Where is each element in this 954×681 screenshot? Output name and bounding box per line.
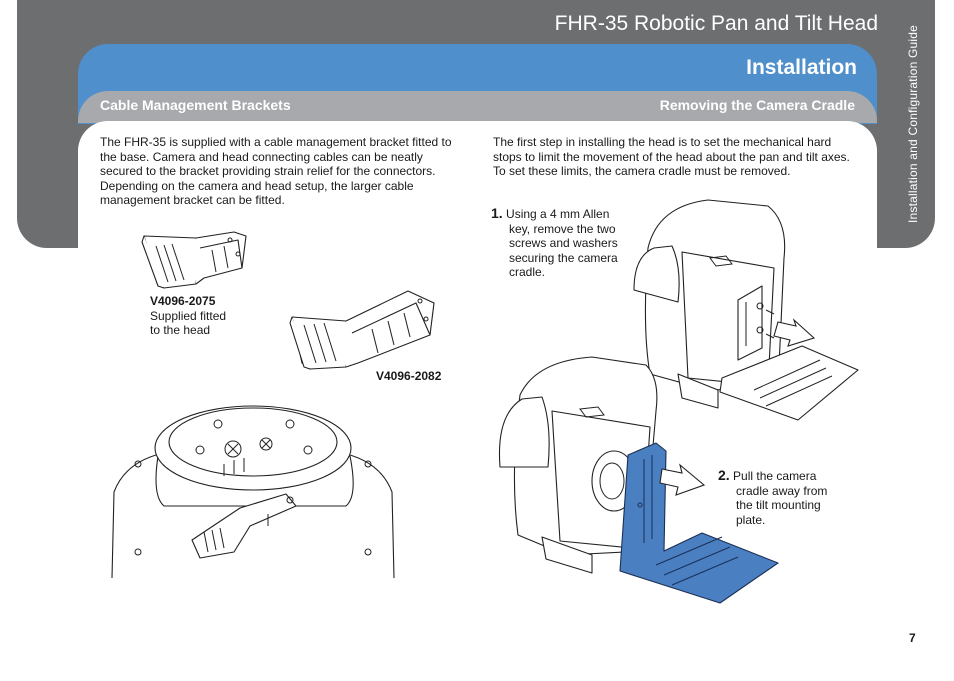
right-paragraph: The first step in installing the head is…: [493, 135, 850, 178]
small-bracket-note-line1: Supplied fitted: [150, 308, 227, 323]
base-bracket-illustration: [111, 405, 395, 579]
large-bracket-code: V4096-2082: [376, 369, 442, 383]
step1-number: 1.: [491, 205, 503, 221]
step1-line1: Using a 4 mm Allen: [506, 207, 610, 221]
step1-text: 1. Using a 4 mm Allen key, remove the tw…: [491, 206, 631, 280]
small-bracket-note-line2: to the head: [150, 323, 211, 337]
head-step2-illustration: [498, 356, 779, 604]
left-paragraph: The FHR-35 is supplied with a cable mana…: [100, 135, 452, 207]
left-heading: Cable Management Brackets: [100, 97, 291, 113]
large-bracket-illustration: [289, 290, 435, 370]
step2-line4: plate.: [736, 512, 766, 527]
step2-line1: Pull the camera: [733, 469, 817, 483]
step2-number: 2.: [718, 467, 730, 483]
side-tab-label: Installation and Configuration Guide: [906, 25, 920, 223]
page-number: 7: [909, 631, 916, 645]
step1-line2: key, remove the two: [509, 221, 616, 236]
document-title: FHR-35 Robotic Pan and Tilt Head: [554, 12, 878, 35]
step1-line3: screws and washers: [509, 236, 618, 250]
small-bracket-illustration: [141, 231, 247, 289]
side-tab: Installation and Configuration Guide: [901, 8, 925, 240]
right-heading: Removing the Camera Cradle: [659, 97, 855, 113]
step1-line4: securing the camera: [509, 250, 618, 265]
small-bracket-caption: V4096-2075 Supplied fitted to the head: [150, 294, 226, 338]
step2-line2: cradle away from: [736, 483, 828, 498]
section-title: Installation: [746, 56, 857, 79]
step1-line5: cradle.: [509, 265, 546, 279]
small-bracket-code: V4096-2075: [150, 294, 216, 308]
step2-text: 2. Pull the camera cradle away from the …: [718, 468, 848, 527]
head-step1-illustration: [633, 199, 859, 421]
step2-line3: the tilt mounting: [736, 498, 821, 512]
subheading-bar: [78, 91, 877, 123]
